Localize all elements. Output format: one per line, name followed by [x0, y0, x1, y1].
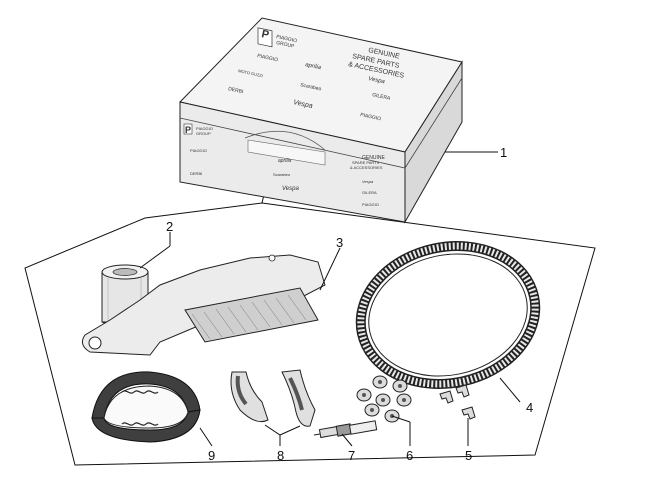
box-brand-piaggio-2: PIAGGIO [360, 112, 382, 122]
box-front-brand-derbi: DERBI [190, 171, 202, 176]
box-front-genuine-1: GENUINE [362, 155, 385, 161]
box-front-logo-letter: P [185, 125, 191, 135]
genuine-parts-box: P PIAGGIO GROUP GENUINE SPARE PARTS & AC… [179, 17, 463, 224]
box-front-genuine-2: SPARE PARTS [352, 160, 380, 165]
box-front-brand-aprilia: aprilia [278, 158, 292, 164]
box-brand-derbi: DERBI [228, 86, 244, 95]
callout-9: 9 [208, 448, 215, 463]
box-front-brand-piaggio: PIAGGIO [190, 148, 207, 153]
box-group-name-top-2: GROUP [276, 40, 296, 50]
callout-1: 1 [500, 145, 507, 160]
drive-belt-part [355, 241, 541, 389]
box-front-brand-vespa: Vespa [282, 186, 299, 192]
box-brand-aprilia: aprilia [305, 62, 323, 71]
box-front-group-1: PIAGGIO [196, 126, 213, 131]
roller-set-part [356, 375, 412, 423]
callout-2: 2 [166, 219, 173, 234]
box-brand-gilera: GILERA [372, 92, 392, 102]
callout-6: 6 [406, 448, 413, 463]
callout-3: 3 [336, 235, 343, 250]
box-logo-letter: P [260, 28, 270, 41]
box-brand-vespa: Vespa [368, 76, 386, 85]
sliders-part [439, 384, 476, 420]
leader-lines [139, 151, 521, 447]
brake-shoes-part [91, 371, 201, 443]
box-brand-piaggio: PIAGGIO [257, 53, 279, 63]
box-brand-motoguzzi: MOTO GUZZI [238, 68, 264, 78]
air-filter-part [81, 254, 326, 356]
box-front-brand-gilera: GILERA [362, 190, 377, 195]
box-brand-scarabeo: Scarabeo [300, 82, 322, 92]
box-front-genuine-3: & ACCESSORIES [350, 165, 383, 170]
callout-8: 8 [277, 448, 284, 463]
brake-pads-part [230, 369, 316, 427]
box-top-logo [257, 27, 273, 48]
spark-plug-part [313, 420, 378, 439]
callout-7: 7 [348, 448, 355, 463]
callout-4: 4 [526, 400, 533, 415]
box-front-brand-piaggio-2: PIAGGIO [362, 202, 379, 207]
box-brand-vespa-2: Vespa [293, 99, 314, 110]
callout-numbers: 1 2 3 4 5 6 7 8 9 [166, 145, 533, 463]
box-front-brand-vespa-2: Vespa [362, 179, 374, 184]
box-front-brand-scarabeo: Scarabeo [273, 172, 291, 177]
box-group-name-top: PIAGGIO [276, 34, 298, 44]
callout-5: 5 [465, 448, 472, 463]
box-front-group-2: GROUP [196, 131, 211, 136]
